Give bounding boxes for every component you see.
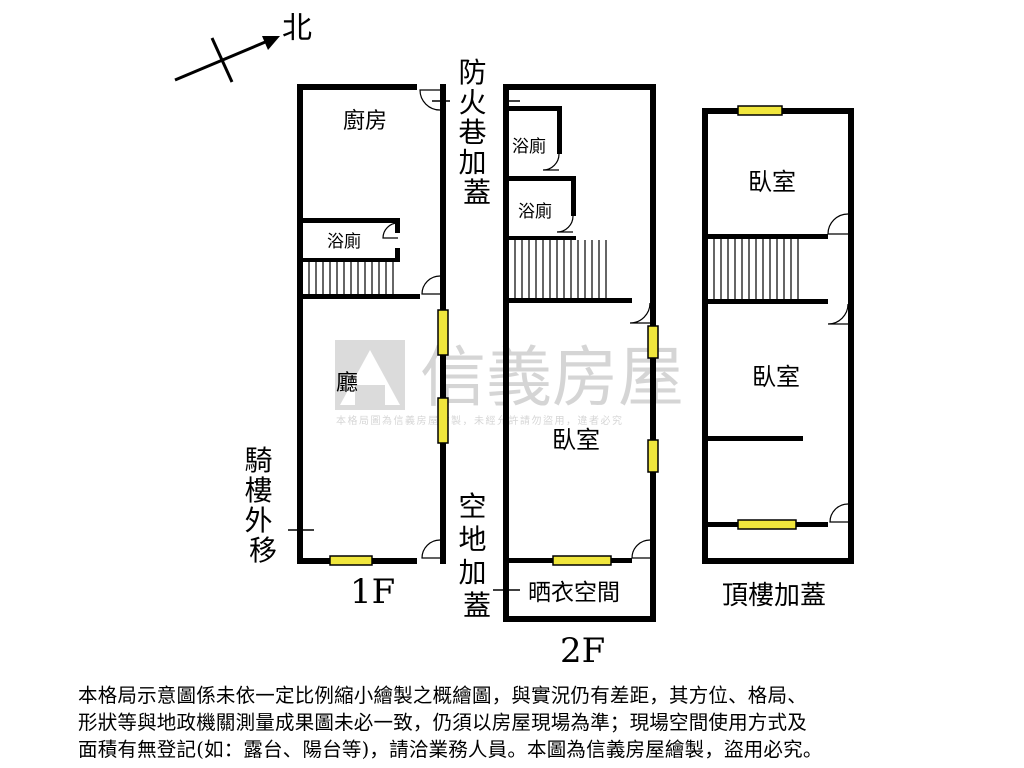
wall <box>503 616 656 622</box>
room-label-kitchen: 廚房 <box>343 109 387 134</box>
wall <box>571 176 576 216</box>
wall <box>702 108 708 564</box>
wall <box>395 248 400 262</box>
floor-title-2f: 2F <box>560 631 605 671</box>
door-arc <box>631 539 651 559</box>
wall <box>708 299 828 304</box>
room-label-bedroom-2: 臥室 <box>752 363 800 391</box>
open-space-char: 加 <box>459 556 487 589</box>
door-arc <box>421 275 441 295</box>
compass-arrow-head <box>262 36 280 50</box>
door-arc <box>542 153 560 171</box>
watermark: 信義房屋 本格局圖為信義房屋繪製，未經允許請勿盜用，違者必究 <box>335 340 684 427</box>
window <box>437 309 449 356</box>
fire-lane-label: 防 火 巷 加 蓋 <box>459 56 496 209</box>
watermark-notice: 本格局圖為信義房屋繪製，未經允許請勿盜用，違者必究 <box>336 414 624 427</box>
annotation-open-space: 空 地 加 蓋 <box>459 490 520 622</box>
stairs-2f <box>514 240 607 298</box>
wall <box>509 298 632 303</box>
room-label-bathroom-2: 浴廁 <box>518 201 552 222</box>
wall <box>848 108 854 564</box>
fire-lane-char: 火 <box>459 86 487 119</box>
window <box>552 555 612 566</box>
stairs-1f <box>308 262 394 294</box>
wall <box>557 106 562 154</box>
door-arc <box>382 222 399 239</box>
wall <box>303 294 420 299</box>
wall <box>509 176 576 181</box>
fire-lane-char: 加 <box>459 146 487 179</box>
floor-title-1f: 1F <box>350 572 395 612</box>
wall <box>303 258 400 262</box>
stairs-rooftop <box>713 239 799 299</box>
room-label-laundry-space: 晒衣空間 <box>528 580 620 606</box>
arcade-char: 騎 <box>245 444 273 477</box>
open-space-char: 地 <box>459 523 487 556</box>
fire-lane-char: 蓋 <box>463 176 491 209</box>
window <box>737 519 797 530</box>
watermark-brand: 信義房屋 <box>420 340 684 414</box>
arcade-char: 樓 <box>245 474 273 507</box>
watermark-logo-icon <box>335 340 405 410</box>
disclaimer: 本格局示意圖係未依一定比例縮小繪製之概繪圖，與實況仍有差距，其方位、格局、 形狀… <box>78 682 958 763</box>
window <box>647 325 659 359</box>
window <box>647 439 659 473</box>
door-arc <box>421 539 441 559</box>
compass-north-label: 北 <box>282 11 312 46</box>
window <box>437 397 449 444</box>
arcade-label: 騎 樓 外 移 <box>245 444 282 567</box>
wall <box>702 558 854 564</box>
room-label-living: 廳 <box>336 371 358 396</box>
floor-1f: 廚房 浴廁 廳 1F <box>297 84 449 612</box>
room-label-bedroom-1: 臥室 <box>748 168 796 196</box>
door-arc <box>829 503 849 523</box>
disclaimer-line: 形狀等與地政機關測量成果圖未必一致，仍須以房屋現場為準；現場空間使用方式及 <box>78 711 807 734</box>
annotation-fire-lane: 防 火 巷 加 蓋 <box>432 56 520 209</box>
fire-lane-char: 巷 <box>459 116 487 149</box>
wall <box>303 218 400 223</box>
window <box>329 555 373 566</box>
wall <box>708 234 828 239</box>
open-space-char: 蓋 <box>463 589 491 622</box>
room-label-bedroom: 臥室 <box>552 426 600 454</box>
wall <box>395 218 400 233</box>
door-arc <box>556 215 574 233</box>
open-space-char: 空 <box>459 490 487 523</box>
window <box>737 105 783 116</box>
compass-cross-line <box>210 37 234 83</box>
wall <box>503 84 656 90</box>
wall <box>708 436 803 441</box>
annotation-arcade: 騎 樓 外 移 <box>245 444 314 567</box>
wall <box>509 236 576 240</box>
wall <box>297 84 303 564</box>
open-space-label: 空 地 加 蓋 <box>459 490 496 622</box>
room-label-bathroom-1: 浴廁 <box>512 136 546 157</box>
door-arc <box>827 213 849 235</box>
wall <box>503 84 509 622</box>
floor-2f: 浴廁 浴廁 臥室 晒衣空間 2F <box>503 84 659 671</box>
arcade-char: 移 <box>249 534 277 567</box>
door-arc <box>419 89 441 111</box>
door-arc <box>629 302 651 324</box>
compass: 北 <box>174 11 312 83</box>
disclaimer-line: 面積有無登記(如：露台、陽台等)，請洽業務人員。本圖為信義房屋繪製，盜用必究。 <box>78 738 823 761</box>
floor-title-rooftop: 頂樓加蓋 <box>722 581 826 611</box>
wall <box>297 84 417 90</box>
fire-lane-char: 防 <box>459 56 487 89</box>
arcade-char: 外 <box>245 504 273 537</box>
room-label-bathroom: 浴廁 <box>327 231 361 252</box>
disclaimer-line: 本格局示意圖係未依一定比例縮小繪製之概繪圖，與實況仍有差距，其方位、格局、 <box>78 684 807 707</box>
wall <box>509 106 562 111</box>
door-arc <box>827 303 849 325</box>
floor-rooftop: 臥室 臥室 頂樓加蓋 <box>702 105 854 611</box>
